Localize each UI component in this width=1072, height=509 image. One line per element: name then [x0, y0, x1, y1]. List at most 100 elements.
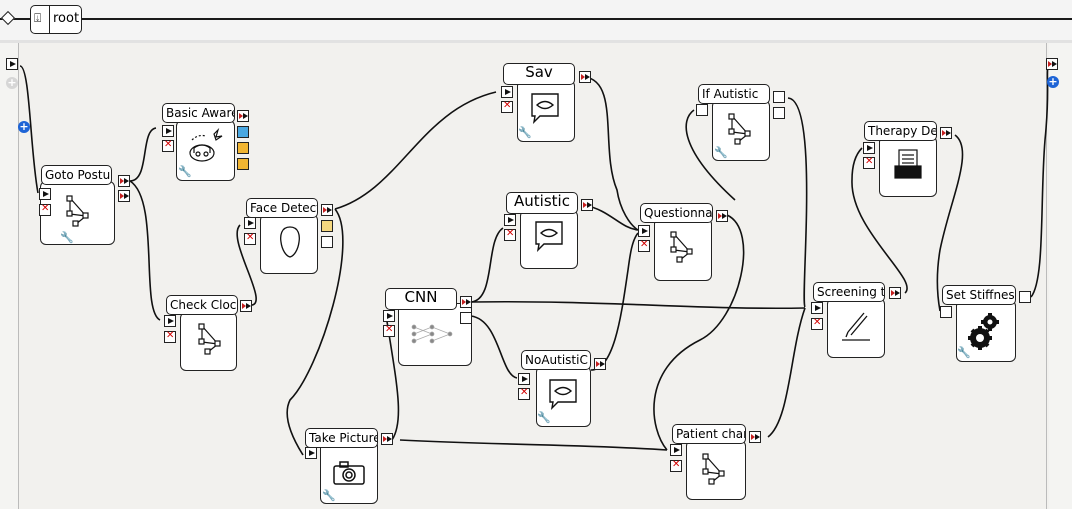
set-stiffness-output[interactable] [1019, 291, 1031, 303]
wire [129, 127, 157, 182]
screening-test-box[interactable] [827, 298, 885, 358]
patient-char-stop[interactable] [670, 459, 682, 472]
wrench-icon[interactable]: 🔧 [957, 346, 971, 359]
breadcrumb-root[interactable]: ⍗ root [30, 5, 82, 34]
wrench-icon[interactable]: 🔧 [60, 231, 74, 244]
screening-test-input[interactable] [811, 302, 823, 314]
wrench-icon[interactable]: 🔧 [518, 126, 532, 139]
no-autistic-box[interactable] [536, 366, 591, 427]
if-autistic-output[interactable] [773, 91, 785, 103]
add-input-icon[interactable]: + [18, 120, 30, 133]
basic-awareness-output[interactable] [237, 110, 249, 122]
pen-icon [842, 312, 870, 341]
autistic-output[interactable] [581, 199, 593, 211]
no-autistic-input[interactable] [518, 373, 530, 385]
autistic-input[interactable] [504, 214, 516, 226]
check-clock-output[interactable] [240, 300, 252, 312]
import-down-arrow-icon: ⍗ [34, 11, 42, 25]
canvas-input-port[interactable] [6, 58, 18, 70]
wrench-icon[interactable]: 🔧 [322, 489, 336, 502]
set-stiffness-title: Set Stiffness [942, 285, 1016, 305]
canvas-output-port[interactable] [1046, 58, 1058, 70]
wrench-icon[interactable]: 🔧 [537, 411, 551, 424]
sav-stop[interactable] [501, 100, 513, 113]
goto-posture-box[interactable] [40, 181, 115, 245]
basic-awareness-input[interactable] [162, 125, 174, 137]
wire [236, 224, 257, 306]
wrench-icon[interactable]: 🔧 [178, 165, 192, 178]
autistic-box[interactable] [520, 210, 578, 269]
diagram-icon [702, 453, 725, 485]
patient-char-input[interactable] [670, 444, 682, 456]
diagram-icon [670, 231, 693, 263]
no-autistic-stop[interactable] [518, 387, 530, 400]
wire [129, 180, 161, 321]
face-detect-box[interactable] [260, 214, 318, 274]
neural-network-icon [411, 324, 453, 344]
check-clock-stop[interactable] [164, 330, 176, 343]
toolbar-band [0, 40, 1072, 43]
basic-awareness-output-blue[interactable] [237, 126, 249, 138]
basic-awareness-output-orange[interactable] [237, 142, 249, 154]
wire [399, 439, 668, 451]
add-output-icon[interactable]: + [1047, 75, 1059, 88]
therapy-def-output[interactable] [940, 127, 952, 139]
autistic-stop[interactable] [504, 228, 516, 241]
take-picture-title: Take Picture [305, 428, 378, 448]
goto-posture-output[interactable] [118, 190, 130, 202]
wire [685, 109, 736, 201]
goto-posture-stop[interactable] [39, 203, 51, 216]
cnn-output[interactable] [460, 296, 472, 308]
wire [936, 134, 964, 312]
cnn-title: CNN [385, 288, 457, 310]
cnn-box[interactable] [398, 303, 472, 366]
take-picture-input[interactable] [305, 447, 317, 459]
screening-test-stop[interactable] [811, 317, 823, 330]
cnn-stop[interactable] [383, 324, 395, 337]
autistic-title: Autistic [506, 192, 578, 214]
if-autistic-output[interactable] [773, 107, 785, 119]
add-input-disabled-icon: + [6, 76, 18, 89]
wire [787, 97, 808, 308]
therapy-def-title: Therapy Def [864, 121, 937, 141]
basic-awareness-output-orange[interactable] [237, 158, 249, 170]
set-stiffness-input[interactable] [940, 306, 952, 318]
goto-posture-output[interactable] [118, 175, 130, 187]
face-detect-output[interactable] [321, 204, 333, 216]
basic-awareness-box[interactable] [176, 120, 235, 181]
wire [583, 76, 639, 231]
if-autistic-input[interactable] [696, 104, 708, 116]
face-detect-stop[interactable] [244, 232, 256, 245]
screening-test-output[interactable] [889, 287, 901, 299]
face-detect-input[interactable] [244, 217, 256, 229]
sav-input[interactable] [501, 86, 513, 98]
face-detect-output-empty[interactable] [321, 236, 333, 248]
speech-bubble-lips-icon [531, 93, 559, 124]
therapy-def-input[interactable] [863, 142, 875, 154]
wire [653, 214, 745, 451]
sav-title: Sav [503, 63, 575, 85]
questionnaire-output[interactable] [716, 210, 728, 222]
patient-char-output[interactable] [749, 431, 761, 443]
check-clock-input[interactable] [164, 315, 176, 327]
patient-char-title: Patient char [672, 424, 746, 444]
no-autistic-output[interactable] [594, 358, 606, 370]
wire [470, 300, 806, 310]
diagram-icon [198, 323, 221, 355]
basic-awareness-stop[interactable] [162, 139, 174, 152]
speech-bubble-lips-icon [549, 379, 577, 410]
take-picture-output[interactable] [381, 433, 393, 445]
wire [334, 91, 497, 210]
face-detect-output-yellow[interactable] [321, 220, 333, 232]
cnn-input[interactable] [383, 310, 395, 322]
patient-char-box[interactable] [686, 440, 746, 500]
questionnaire-input[interactable] [638, 225, 650, 237]
goto-posture-input[interactable] [39, 188, 51, 200]
if-autistic-title: If Autistic [698, 84, 770, 104]
therapy-def-stop[interactable] [863, 156, 875, 169]
sav-output[interactable] [579, 71, 591, 83]
questionnaire-stop[interactable] [638, 239, 650, 252]
wrench-icon[interactable]: 🔧 [714, 146, 728, 159]
cnn-output-empty[interactable] [460, 312, 472, 324]
